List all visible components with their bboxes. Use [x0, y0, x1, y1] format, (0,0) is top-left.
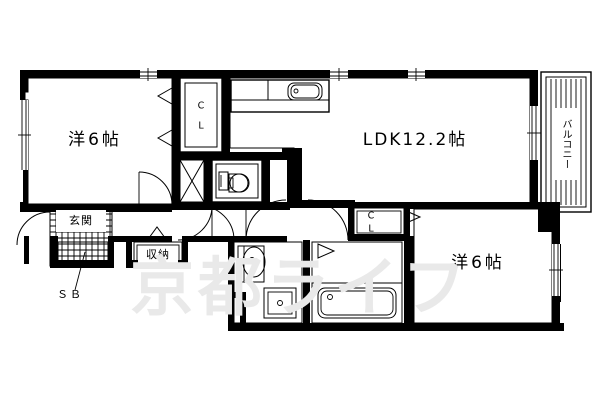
closet-left-bedroom: C L	[156, 77, 223, 153]
window-top-left	[140, 68, 157, 81]
washroom	[233, 241, 303, 324]
balcony-label: バルコニー	[560, 119, 572, 169]
balcony-area: バルコニー	[540, 71, 592, 213]
bathtub-fixture	[317, 287, 397, 319]
toilet-room	[211, 159, 263, 203]
window-top-kitchen	[330, 68, 348, 81]
utility-closet	[179, 159, 205, 203]
kitchen-counter	[230, 79, 330, 113]
closet-right-bedroom: C L	[353, 207, 422, 237]
room-labels: 洋6帖 LDK12.2帖 洋6帖	[68, 130, 505, 273]
windows	[18, 68, 563, 296]
closet-door-marker-b	[156, 129, 173, 147]
closet-left-label-l: L	[198, 121, 204, 132]
washbasin-fixture	[237, 245, 266, 283]
washing-machine-pan	[263, 287, 297, 319]
shoe-box-label: ＳＢ	[57, 288, 83, 301]
closet-left-label-c: C	[198, 101, 205, 112]
ldk-label: LDK12.2帖	[363, 130, 468, 150]
kitchen-sink	[287, 82, 323, 101]
watermark: 京都ライフ	[130, 252, 470, 326]
shoe-box-unit: ＳＢ	[57, 241, 109, 301]
closet-right-label-c: C	[368, 211, 375, 222]
window-ldk-balcony	[527, 106, 541, 160]
genkan-area: 玄関	[49, 207, 113, 267]
watermark-text: 京都ライフ	[130, 252, 470, 326]
storage-closet: 収納	[133, 226, 183, 269]
bathroom	[311, 241, 403, 324]
left-bedroom-label: 洋6帖	[68, 130, 122, 150]
window-top-ldk	[408, 68, 425, 81]
window-left-wall	[18, 100, 31, 170]
closet-right-label-l: L	[368, 224, 374, 235]
storage-label: 収納	[146, 248, 170, 261]
right-bedroom-label: 洋6帖	[451, 253, 505, 273]
storage-door-marker	[145, 226, 169, 243]
genkan-label: 玄関	[69, 213, 93, 227]
window-right-bedroom	[549, 244, 563, 296]
bathroom-door-marker	[317, 243, 336, 259]
closet-door-marker-a	[156, 87, 173, 105]
closet-right-door-marker	[403, 209, 422, 225]
toilet-fixture	[218, 171, 250, 193]
door-swings	[16, 171, 349, 246]
